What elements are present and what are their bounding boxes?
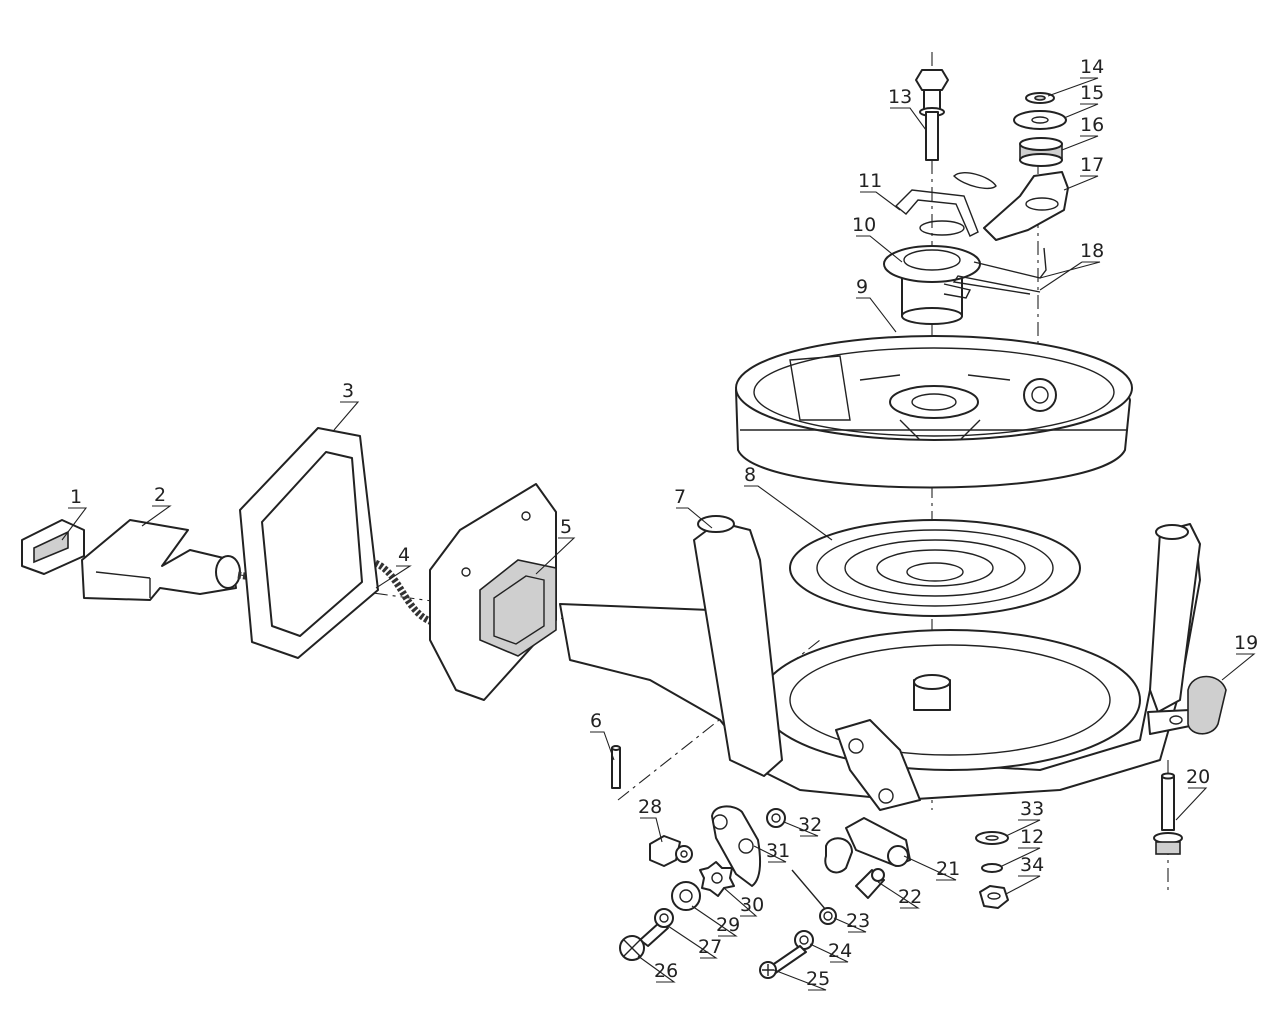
part-20-stud [1153,772,1183,855]
part-10-reel-hub [883,245,981,325]
callout-22: 22 [898,886,922,908]
callout-24: 24 [828,940,852,962]
part-23-torsion-spring [791,869,837,925]
part-30-star-washer [699,861,735,897]
callout-14: 14 [1080,56,1104,78]
part-29-washer [671,881,701,911]
part-6-pin [611,745,621,789]
part-24-washer [794,930,814,950]
callout-2: 2 [154,484,166,506]
part-14-circlip [1025,92,1055,104]
part-21-cam-lever [824,817,911,874]
callout-23: 23 [846,910,870,932]
part-8-recoil-spring [789,519,1081,617]
callout-18: 18 [1080,240,1104,262]
callout-19: 19 [1234,632,1258,654]
part-31-lever-plate [711,805,761,887]
callout-15: 15 [1080,82,1104,104]
callout-9: 9 [856,276,868,298]
callout-3: 3 [342,380,354,402]
part-9-rope-pulley [735,335,1133,489]
part-16-bushing [1019,137,1063,167]
part-28-nut [649,835,693,867]
part-22-sleeve [855,868,885,899]
part-26-phillips-screw [619,921,669,961]
callout-25: 25 [806,968,830,990]
callout-10: 10 [852,214,876,236]
part-33-washer [975,831,1009,845]
callout-34: 34 [1020,854,1044,876]
callout-leaders [61,77,1256,991]
callout-32: 32 [798,814,822,836]
callout-13: 13 [888,86,912,108]
callout-31: 31 [766,840,790,862]
part-34-nut [979,885,1009,909]
part-32-washer [766,808,786,828]
part-2-starter-handle [81,519,241,601]
callout-27: 27 [698,936,722,958]
part-13-center-bolt [915,69,949,161]
callout-8: 8 [744,464,756,486]
callout-5: 5 [560,516,572,538]
callout-labels: 1 2 3 4 5 6 7 8 9 10 11 12 13 14 15 16 1… [70,56,1258,990]
callout-20: 20 [1186,766,1210,788]
callout-12: 12 [1020,826,1044,848]
callout-16: 16 [1080,114,1104,136]
callout-6: 6 [590,710,602,732]
part-17-ratchet-pawl [983,171,1069,241]
callout-1: 1 [70,486,82,508]
callout-17: 17 [1080,154,1104,176]
callout-11: 11 [858,170,882,192]
callout-21: 21 [936,858,960,880]
part-3-rope-guide-frame [239,427,379,659]
part-5-rope-guide-plate [429,483,557,701]
part-27-washer [654,908,674,928]
part-25-screw [759,945,807,979]
part-15-washer [1013,110,1067,130]
callout-7: 7 [674,486,686,508]
part-7-starter-housing [559,515,1201,811]
part-18-pawl-spring [952,247,1047,295]
callout-30: 30 [740,894,764,916]
callout-26: 26 [654,960,678,982]
part-12-spring-washer [981,863,1003,873]
callout-4: 4 [398,544,410,566]
callout-28: 28 [638,796,662,818]
part-19-rope-clamp [1147,675,1227,735]
part-1-handle-insert [21,519,85,575]
callout-29: 29 [716,914,740,936]
callout-33: 33 [1020,798,1044,820]
part-11-spring-clip [894,172,997,237]
